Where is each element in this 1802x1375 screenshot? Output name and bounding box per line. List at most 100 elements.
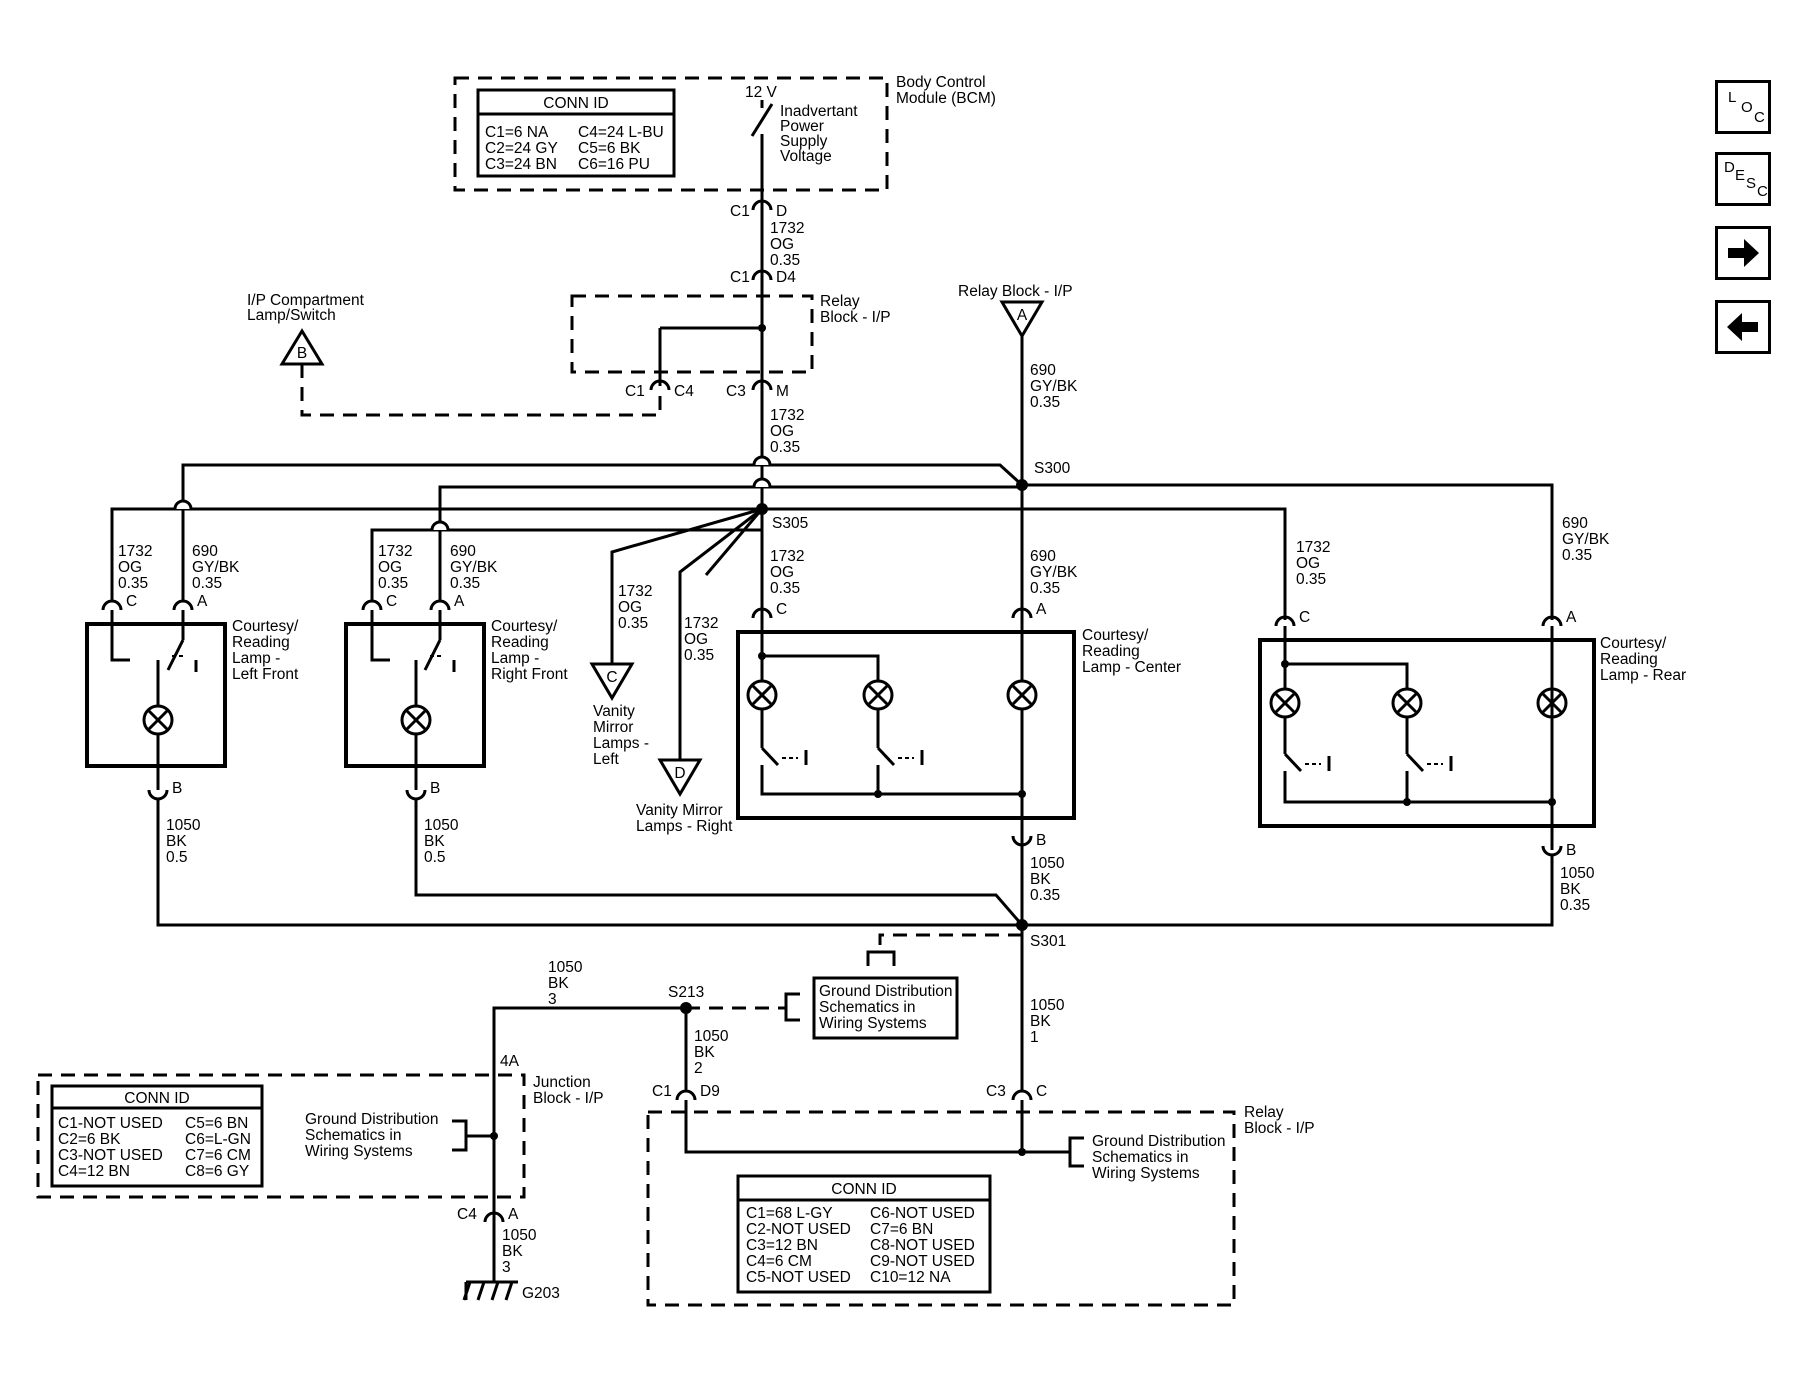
lf-bk-g: 0.5 <box>166 849 188 866</box>
relay-ref-a-title: Relay Block - I/P <box>958 283 1073 300</box>
relay-bottom-conn-id-title: CONN ID <box>831 1181 896 1198</box>
junction-conn-c5: C5=6 BN <box>185 1115 248 1132</box>
bcm-supply-line4: Voltage <box>780 148 832 165</box>
next-button[interactable] <box>1715 226 1771 280</box>
rf-pin-b: B <box>430 780 440 797</box>
ctr-w690: 690 <box>1030 548 1056 565</box>
gd-rb-line2: Schematics in <box>1092 1149 1188 1166</box>
lf-pin-a: A <box>197 593 208 610</box>
ctr-pin-a: A <box>1036 601 1047 618</box>
bcm-supply-line1: Inadvertant <box>780 103 858 120</box>
ctr-title-2: Reading <box>1082 643 1140 660</box>
prev-button[interactable] <box>1715 300 1771 354</box>
loc-button[interactable]: L O C <box>1715 80 1771 134</box>
rf-pin-a: A <box>454 593 465 610</box>
rr-gybk: GY/BK <box>1562 531 1610 548</box>
conn-pin-d: D <box>776 203 787 220</box>
rr-bk: BK <box>1560 881 1581 898</box>
vl-w1732: 1732 <box>618 583 652 600</box>
junction-conn-c7: C7=6 CM <box>185 1147 251 1164</box>
ctr-title-3: Lamp - Center <box>1082 659 1181 676</box>
vanity-right-line2: Lamps - Right <box>636 818 733 835</box>
lamp-left-front: C A Courtesy/ Reading Lamp - Left Front … <box>85 593 1022 927</box>
ground-dist-middle: Ground Distribution Schematics in Wiring… <box>686 976 959 1040</box>
desc-button[interactable]: D E S C <box>1715 152 1771 206</box>
rf-og-g: 0.35 <box>378 575 408 592</box>
lf-w1050: 1050 <box>166 817 201 834</box>
rb-conn-c2: C2-NOT USED <box>746 1221 851 1238</box>
rf-title-4: Right Front <box>491 666 568 683</box>
wire-label-gauge-b: 0.35 <box>770 439 800 456</box>
conn-label-c3: C3 <box>726 383 746 400</box>
rf-title-2: Reading <box>491 634 549 651</box>
rf-og: OG <box>378 559 402 576</box>
splice-s213: S213 <box>668 984 704 1001</box>
wire-label-og-b: OG <box>770 423 794 440</box>
rf-title-1: Courtesy/ <box>491 618 558 635</box>
loc-letter-l: L <box>1728 89 1737 106</box>
gd-rb-line1: Ground Distribution <box>1092 1133 1226 1150</box>
d9-g2: 2 <box>694 1060 703 1077</box>
ctr-og-g: 0.35 <box>770 580 800 597</box>
splice-s213-area: S213 1050 BK 3 1050 BK 2 C1 D9 4A <box>492 959 729 1225</box>
arrow-right-icon <box>1728 239 1759 267</box>
rf-pin-c: C <box>386 593 397 610</box>
vl-og: OG <box>618 599 642 616</box>
g203-w1050: 1050 <box>502 1227 537 1244</box>
rb-conn-c10: C10=12 NA <box>870 1269 951 1286</box>
rr-title-2: Reading <box>1600 651 1658 668</box>
relay-ref-a-letter: A <box>1017 307 1028 324</box>
rr-bk-g: 0.35 <box>1560 897 1590 914</box>
bcm-voltage: 12 V <box>745 84 778 101</box>
rr-title-3: Lamp - Rear <box>1600 667 1686 684</box>
vr-og: OG <box>684 631 708 648</box>
rr-pin-c: C <box>1299 609 1310 626</box>
vr-og-g: 0.35 <box>684 647 714 664</box>
bcm-conn-c1: C1=6 NA <box>485 124 549 141</box>
junction-title-line2: Block - I/P <box>533 1090 604 1107</box>
ctr-w1732: 1732 <box>770 548 804 565</box>
s301-bk: BK <box>1030 1013 1051 1030</box>
gd-rb-line3: Wiring Systems <box>1092 1165 1200 1182</box>
gd-jb-line2: Schematics in <box>305 1127 401 1144</box>
wire-label-gybk: GY/BK <box>1030 378 1078 395</box>
conn-label-c1-ip: C1 <box>625 383 645 400</box>
relay-bottom-c1: C1 <box>652 1083 672 1100</box>
s301-w1050: 1050 <box>1030 997 1065 1014</box>
lf-title-1: Courtesy/ <box>232 618 299 635</box>
desc-letter-d: D <box>1724 159 1735 176</box>
conn-label-c4-ip: C4 <box>674 383 694 400</box>
bcm-conn-c2: C2=24 GY <box>485 140 558 157</box>
rr-w1050: 1050 <box>1560 865 1595 882</box>
wire-label-1732-b: 1732 <box>770 407 804 424</box>
vanity-left-line2: Mirror <box>593 719 633 736</box>
rr-pin-b: B <box>1566 842 1576 859</box>
lf-pin-c: C <box>126 593 137 610</box>
desc-letter-e: E <box>1735 167 1746 184</box>
ip-compartment-title-line1: I/P Compartment <box>247 292 365 309</box>
junction-conn-c8: C8=6 GY <box>185 1163 249 1180</box>
gd-jb-line1: Ground Distribution <box>305 1111 439 1128</box>
s301-g1: 1 <box>1030 1029 1039 1046</box>
rr-w690: 690 <box>1562 515 1588 532</box>
d9-w1050: 1050 <box>694 1028 729 1045</box>
wire-label-gauge: 0.35 <box>770 252 800 269</box>
rf-w1050: 1050 <box>424 817 459 834</box>
conn-pin-d4: D4 <box>776 269 796 286</box>
relay-bottom-title-line2: Block - I/P <box>1244 1120 1315 1137</box>
ctr-title-1: Courtesy/ <box>1082 627 1149 644</box>
rb-conn-c3: C3=12 BN <box>746 1237 818 1254</box>
d9-bk: BK <box>694 1044 715 1061</box>
wire-label-1732: 1732 <box>770 220 804 237</box>
relay-ref-a: Relay Block - I/P A 690 GY/BK 0.35 <box>958 283 1078 930</box>
vanity-right-line1: Vanity Mirror <box>636 802 723 819</box>
lf-title-4: Left Front <box>232 666 299 683</box>
ground-bus: S301 1050 BK 1 C3 C <box>866 919 1066 1102</box>
relay-top-title-line2: Block - I/P <box>820 309 891 326</box>
rb-conn-c4: C4=6 CM <box>746 1253 812 1270</box>
s213-w1050: 1050 <box>548 959 583 976</box>
desc-letter-s: S <box>1746 175 1757 192</box>
relay-top-title-line1: Relay <box>820 293 860 310</box>
junction-conn-c3: C3-NOT USED <box>58 1147 163 1164</box>
